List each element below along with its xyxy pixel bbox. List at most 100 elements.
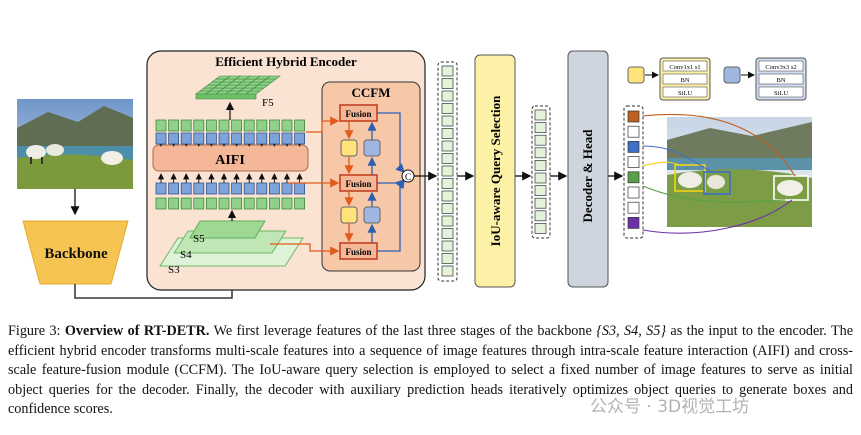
token-green — [155, 119, 167, 132]
token-row-blue-top — [155, 132, 306, 145]
object-queries-container — [531, 105, 551, 239]
query-token — [534, 172, 547, 184]
sequence-token — [441, 215, 454, 227]
query-selection-block — [474, 54, 516, 288]
sequence-token — [441, 265, 454, 277]
token-blue — [231, 132, 243, 145]
query-token — [534, 223, 547, 234]
stage-s5-label: S5 — [193, 233, 205, 245]
query-token — [534, 109, 547, 121]
aifi-label: AIFI — [215, 153, 245, 168]
token-green — [243, 197, 255, 210]
output-query-token — [627, 141, 640, 153]
token-green — [193, 197, 205, 210]
legend-conv1-swatch — [627, 66, 645, 84]
token-green — [155, 197, 167, 210]
query-token — [534, 160, 547, 171]
token-blue — [155, 182, 167, 195]
figure-caption: Figure 3: Overview of RT-DETR. We first … — [8, 322, 853, 420]
token-green — [218, 197, 230, 210]
query-to-box-links — [642, 113, 796, 234]
token-blue — [281, 182, 293, 195]
token-blue — [168, 132, 180, 145]
backbone-label: Backbone — [44, 246, 108, 262]
token-green — [168, 119, 180, 132]
token-green — [294, 119, 306, 132]
caption-math: {S3, S4, S5} — [596, 323, 667, 339]
token-blue — [243, 182, 255, 195]
legend-layer-box — [758, 60, 804, 72]
token-green — [281, 119, 293, 132]
token-green — [243, 119, 255, 132]
output-queries — [627, 110, 640, 229]
token-green — [168, 197, 180, 210]
sequence-container — [437, 61, 458, 282]
token-row-green-top — [155, 119, 306, 132]
concat-label: C — [405, 172, 411, 182]
output-image — [667, 117, 812, 227]
sequence-token — [441, 103, 454, 114]
token-blue — [205, 132, 217, 145]
architecture-diagram: Backbone Efficient Hybrid Encoder S3 S4 … — [17, 50, 812, 299]
f5-label: F5 — [262, 97, 274, 109]
watermark: 公众号 · 3D视觉工坊 — [590, 397, 750, 417]
token-blue — [218, 132, 230, 145]
sequence-token — [441, 140, 454, 152]
encoder-title: Efficient Hybrid Encoder — [215, 54, 357, 69]
token-blue — [205, 182, 217, 195]
token-row-blue-bottom — [155, 182, 306, 195]
sequence-token — [441, 253, 454, 264]
query-token — [534, 185, 547, 196]
input-image — [17, 99, 133, 189]
sequence-token — [441, 90, 454, 102]
token-green — [180, 119, 192, 132]
sequence-token — [441, 78, 454, 89]
legend-layer-box — [758, 73, 804, 85]
token-blue — [193, 182, 205, 195]
token-green — [256, 197, 268, 210]
legend-layer-label: BN — [680, 77, 689, 84]
ccfm-arrows — [270, 112, 405, 256]
token-arrows-bottom — [157, 173, 303, 183]
backbone-block: Backbone — [22, 220, 129, 285]
sequence-token — [441, 178, 454, 189]
sequence-token — [441, 190, 454, 202]
output-query-token — [627, 156, 640, 168]
output-query-token — [627, 186, 640, 199]
stage-s4-label: S4 — [180, 249, 192, 261]
query-token — [534, 122, 547, 133]
token-blue — [218, 182, 230, 195]
token-blue — [294, 182, 306, 195]
token-blue — [180, 132, 192, 145]
legend-layer-box — [662, 60, 708, 72]
query-token — [534, 210, 547, 222]
output-query-token — [627, 217, 640, 229]
token-blue — [168, 182, 180, 195]
stage-planes: S3 S4 S5 — [159, 220, 304, 276]
token-green — [205, 197, 217, 210]
legend-layer-box — [662, 73, 708, 85]
token-green — [231, 197, 243, 210]
token-arrows-top — [157, 140, 303, 147]
token-blue — [268, 182, 280, 195]
token-green — [180, 197, 192, 210]
token-blue — [256, 132, 268, 145]
image-feature-sequence — [441, 65, 454, 277]
legend-layer-box — [662, 86, 708, 98]
fusion-label-middle: Fusion — [345, 179, 371, 189]
sequence-token — [441, 153, 454, 164]
token-blue — [268, 132, 280, 145]
output-query-token — [627, 110, 640, 123]
sequence-token — [441, 115, 454, 127]
legend-layer-label: Conv3x3 s2 — [765, 64, 796, 71]
output-query-token — [627, 171, 640, 184]
sequence-token — [441, 128, 454, 139]
token-green — [205, 119, 217, 132]
sequence-token — [441, 228, 454, 239]
token-blue — [243, 132, 255, 145]
output-query-token — [627, 125, 640, 138]
sequence-token — [441, 165, 454, 177]
token-blue — [294, 132, 306, 145]
output-query-token — [627, 201, 640, 214]
token-green — [256, 119, 268, 132]
